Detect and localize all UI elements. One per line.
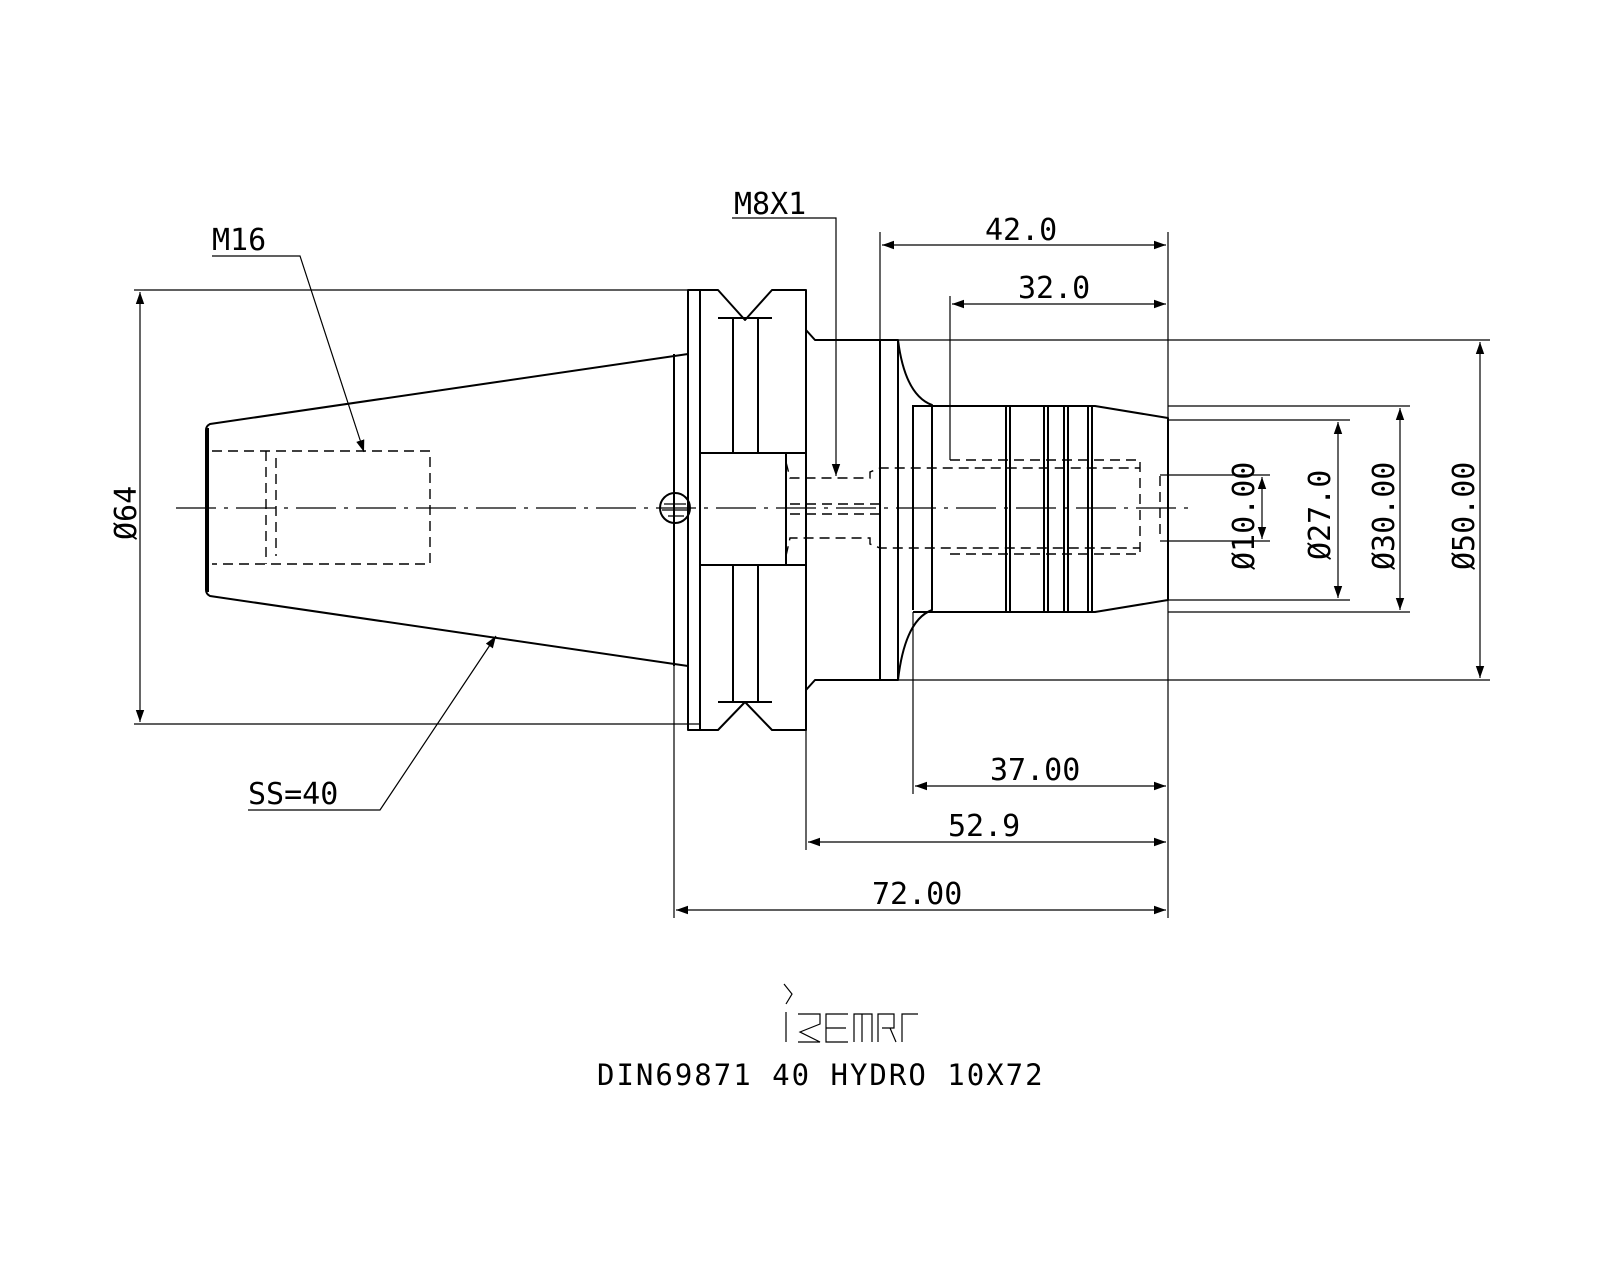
dim-72: 72.00 xyxy=(872,877,962,912)
neck xyxy=(805,329,899,691)
dia-64-label: Ø64 xyxy=(109,486,144,540)
part-name: DIN69871 40 HYDRO 10X72 xyxy=(597,1058,1045,1092)
dim-52-9: 52.9 xyxy=(948,809,1020,844)
dimension-lines xyxy=(134,232,1490,918)
taper-cone xyxy=(205,353,689,667)
iscar-logo xyxy=(783,983,918,1043)
dia-10-label: Ø10.00 xyxy=(1227,462,1262,570)
thread-m16-label: M16 xyxy=(212,223,266,258)
dia-30-label: Ø30.00 xyxy=(1367,462,1402,570)
pin-section-mark xyxy=(659,492,691,524)
thread-m8x1-label: M8X1 xyxy=(734,187,806,222)
transition xyxy=(897,339,933,681)
flange xyxy=(687,289,807,731)
dim-42: 42.0 xyxy=(985,213,1057,248)
clamping-sleeve xyxy=(913,405,1169,613)
ss-label: SS=40 xyxy=(248,777,338,812)
dim-32: 32.0 xyxy=(1018,271,1090,306)
leaders xyxy=(212,217,841,811)
dia-27-label: Ø27.0 xyxy=(1303,470,1338,560)
dim-37: 37.00 xyxy=(990,753,1080,788)
dia-50-label: Ø50.00 xyxy=(1447,462,1482,570)
